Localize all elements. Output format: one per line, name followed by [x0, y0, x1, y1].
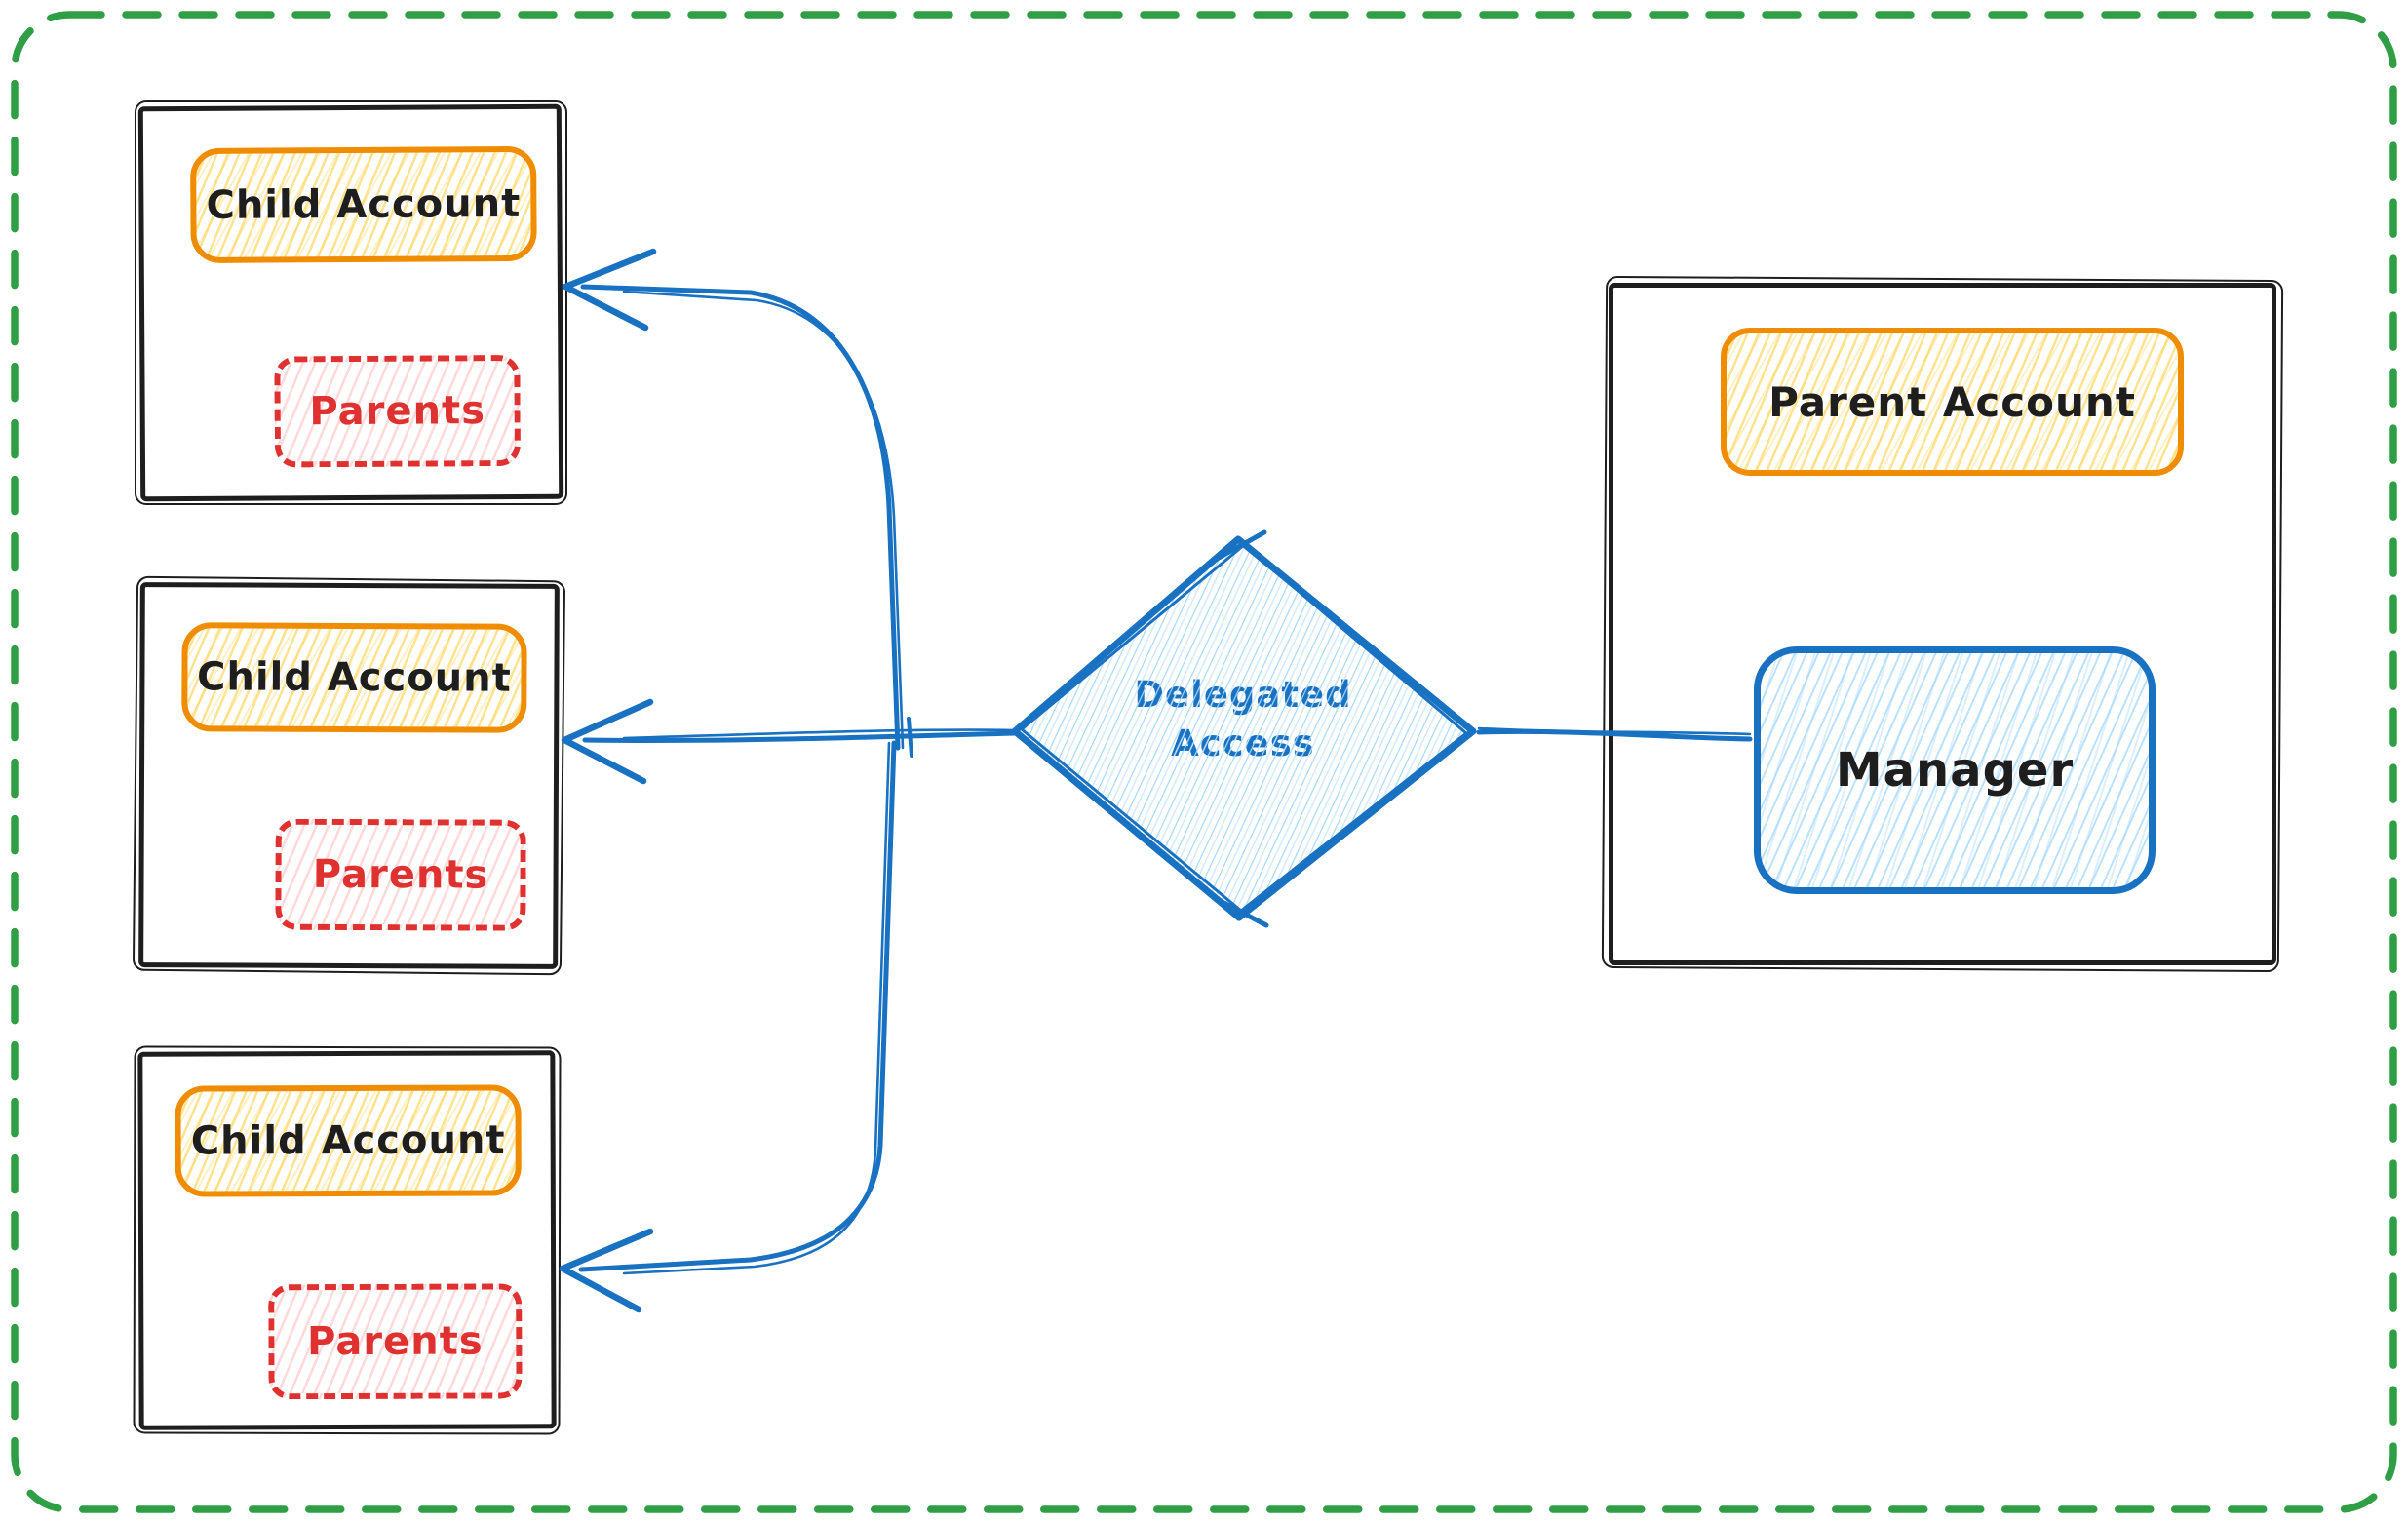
sketch-tick [907, 717, 913, 758]
manager-label: Manager [1835, 743, 2075, 798]
parent-account-label: Parent Account [1768, 377, 2136, 426]
parents-label-2: Parents [312, 851, 489, 898]
child-account-label-2: Child Account [196, 654, 512, 701]
parents-node-1[interactable]: Parents [274, 354, 522, 468]
edge-delegated-access-to-child-3[interactable] [559, 717, 913, 1313]
arrowhead-child-2 [561, 698, 654, 785]
child-group-box-2[interactable]: Child Account Parents [138, 582, 560, 969]
parent-account-node[interactable]: Parent Account [1721, 328, 2184, 476]
arrowhead-child-3 [559, 1228, 654, 1313]
child-account-label-1: Child Account [206, 180, 522, 228]
parents-label-3: Parents [307, 1318, 484, 1365]
arrowhead-child-1 [562, 248, 657, 332]
parents-label-1: Parents [309, 388, 486, 435]
child-account-node-1[interactable]: Child Account [190, 145, 537, 264]
edge-delegated-access-to-child-2[interactable] [561, 698, 1018, 785]
child-account-node-2[interactable]: Child Account [181, 622, 527, 733]
child-group-box-1[interactable]: Child Account Parents [137, 103, 564, 502]
parent-group-box[interactable]: Parent Account Manager [1609, 283, 2276, 965]
child-account-label-3: Child Account [190, 1117, 506, 1164]
edge-delegated-access-to-child-1[interactable] [562, 248, 905, 751]
parents-node-2[interactable]: Parents [275, 818, 526, 931]
manager-node[interactable]: Manager [1754, 646, 2156, 894]
delegated-access-label: Delegated Access [1134, 674, 1352, 764]
parents-node-3[interactable]: Parents [268, 1283, 523, 1400]
child-group-box-3[interactable]: Child Account Parents [137, 1050, 557, 1430]
child-account-node-3[interactable]: Child Account [175, 1084, 522, 1197]
